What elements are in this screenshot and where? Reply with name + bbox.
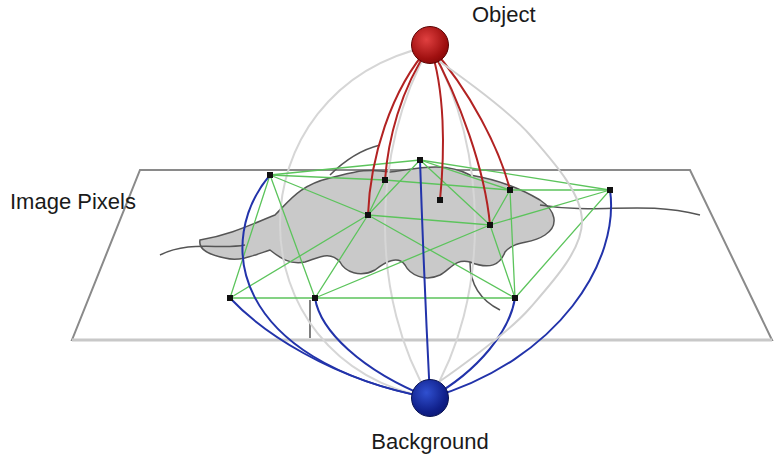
object-terminal: Object (411, 26, 449, 64)
terminal-label: Object (472, 3, 536, 27)
plane-label: Image Pixels (10, 190, 136, 214)
terminal-label: Background (371, 430, 488, 454)
grey-arc-connector (440, 62, 583, 382)
grey-arc (385, 46, 430, 398)
plane-edge (72, 339, 772, 342)
background-terminal: Background (411, 379, 449, 417)
object-links (368, 46, 510, 225)
grey-arc (280, 46, 430, 398)
